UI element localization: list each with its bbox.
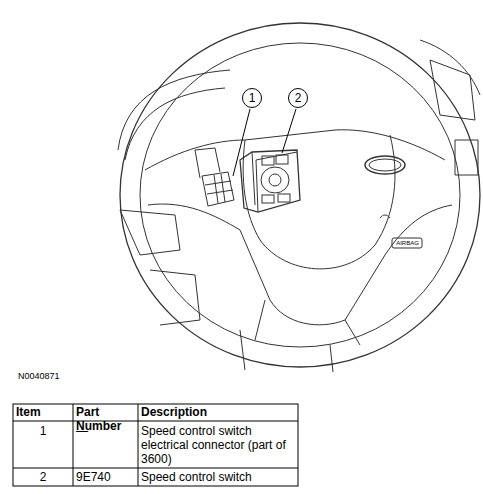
- callout-circle: 1: [242, 88, 262, 108]
- leader-line: [233, 109, 250, 176]
- table-cell: 9E740: [76, 470, 136, 484]
- horn-symbol: [380, 215, 390, 218]
- table-border: [13, 404, 298, 486]
- leader-line: [282, 109, 296, 153]
- ford-oval: [365, 156, 405, 174]
- table-header: Description: [141, 405, 296, 419]
- airbag-cover: [243, 135, 395, 269]
- panel-line: [455, 140, 478, 175]
- table-cell: 1: [15, 424, 71, 438]
- callout-number: 1: [249, 91, 256, 105]
- wheel-spoke: [148, 204, 452, 325]
- switch-button: [262, 195, 274, 203]
- wheel-spoke: [255, 300, 360, 345]
- panel-line: [118, 70, 230, 150]
- table-cell: Speed control switch: [141, 470, 296, 484]
- switch-button: [262, 156, 274, 165]
- airbag-text: AIRBAG: [394, 239, 421, 247]
- switch-button: [276, 155, 288, 164]
- table-header: Item: [16, 405, 71, 419]
- switch-rocker: [261, 167, 289, 193]
- panel-line: [430, 60, 475, 120]
- table-cell: 2: [15, 470, 71, 484]
- table-grid: [13, 404, 298, 486]
- callout-circle: 2: [288, 88, 308, 108]
- wheel-rim-outer: [120, 23, 480, 367]
- figure-number: N0040871: [18, 369, 98, 383]
- electrical-connector: [205, 174, 233, 203]
- switch-button: [278, 194, 290, 202]
- panel-line: [150, 270, 200, 325]
- table-cell: Speed control switch electrical connecto…: [141, 424, 296, 466]
- speed-control-switch: [240, 150, 300, 212]
- airbag-badge: [392, 238, 422, 248]
- switch-rocker: [269, 174, 281, 186]
- speed-control-switch: [252, 152, 297, 212]
- electrical-connector: [202, 172, 234, 206]
- wheel-rim-inner: [140, 43, 460, 347]
- panel-line: [125, 88, 225, 160]
- ford-oval: [369, 159, 401, 171]
- table-cell: —: [76, 424, 136, 438]
- callout-number: 2: [295, 91, 302, 105]
- connector-housing: [195, 148, 220, 178]
